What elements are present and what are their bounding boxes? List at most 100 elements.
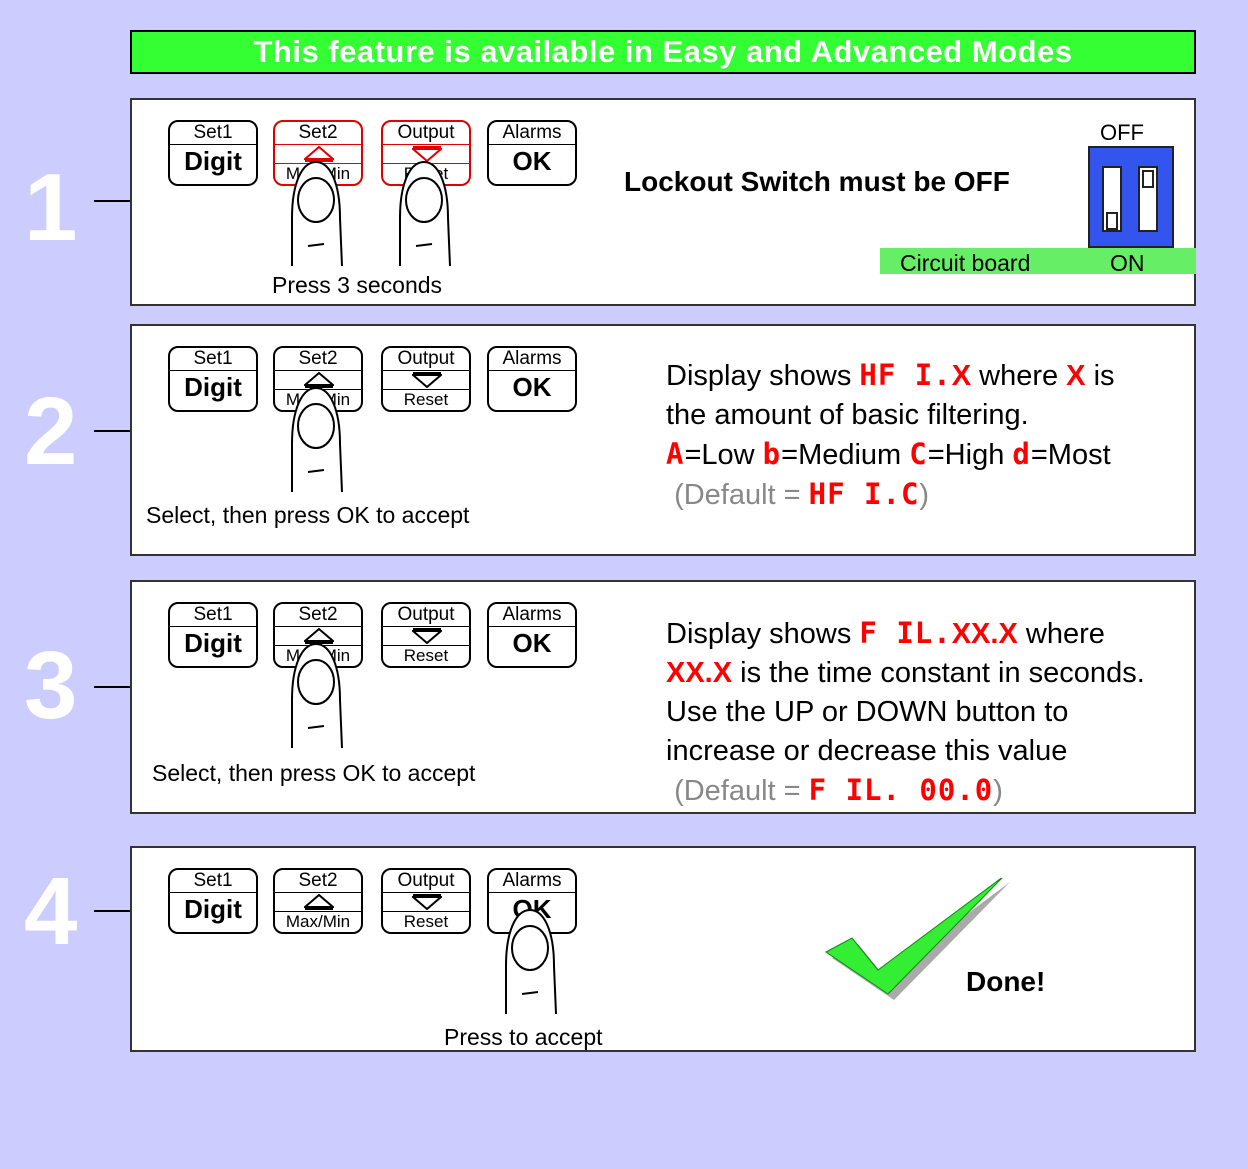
up-arrow-icon: [304, 894, 334, 910]
key-label: Set1: [170, 122, 256, 145]
up-arrow-icon: [304, 372, 334, 388]
key-label: Output: [383, 870, 469, 893]
text: ): [993, 775, 1003, 807]
circuit-board: [880, 248, 1196, 274]
text: =High: [927, 439, 1013, 471]
step-connector-2: [94, 430, 130, 432]
text: is: [1085, 360, 1115, 392]
option-code: C: [909, 437, 928, 471]
set1-digit-key[interactable]: Set1 Digit: [168, 602, 258, 668]
key-main-label: Digit: [184, 894, 242, 924]
key-label: Set2: [275, 122, 361, 145]
key-main-label: Digit: [184, 628, 242, 658]
key-bottom-label: Max/Min: [275, 911, 361, 932]
output-down-key[interactable]: Output Reset: [381, 602, 471, 668]
key-label: Set1: [170, 870, 256, 893]
key-main-label: OK: [512, 146, 552, 176]
key-label: Alarms: [489, 122, 575, 145]
set1-digit-key[interactable]: Set1 Digit: [168, 868, 258, 934]
step-2-description: Display shows HF I.X where X is the amou…: [666, 356, 1115, 515]
default-readout: F IL. 00.0: [808, 773, 994, 807]
step-4-panel: Set1 Digit Set2 Max/Min Output Reset Ala…: [130, 846, 1196, 1052]
output-down-key[interactable]: Output Reset: [381, 346, 471, 412]
step-4-caption: Press to accept: [444, 1024, 603, 1050]
seven-segment-readout: F IL.: [859, 616, 952, 650]
pressing-finger-icon: [505, 908, 557, 1015]
desc-line: XX.X is the time constant in seconds.: [666, 654, 1145, 693]
step-3-description: Display shows F IL.XX.X where XX.X is th…: [666, 614, 1145, 811]
text: Display shows: [666, 618, 860, 650]
text: where: [1017, 618, 1105, 650]
set1-digit-key[interactable]: Set1 Digit: [168, 346, 258, 412]
text: (Default =: [674, 775, 809, 807]
switch-toggle: [1106, 212, 1118, 230]
text: (Default =: [674, 479, 809, 511]
step-2-caption: Select, then press OK to accept: [146, 502, 470, 528]
pressing-finger-icon: [399, 160, 451, 267]
checkmark-icon: [825, 878, 1010, 1000]
text: =Low: [684, 439, 763, 471]
switch-on-label: ON: [1110, 250, 1145, 276]
desc-line: increase or decrease this value: [666, 735, 1068, 767]
up-arrow-icon: [304, 628, 334, 644]
set2-up-key[interactable]: Set2 Max/Min: [273, 868, 363, 934]
placeholder-x: X: [951, 360, 972, 392]
alarms-ok-key[interactable]: Alarms OK: [487, 602, 577, 668]
step-connector-3: [94, 686, 130, 688]
step-2-panel: Set1 Digit Set2 Max/Min Output Reset Ala…: [130, 324, 1196, 556]
desc-line: the amount of basic filtering.: [666, 399, 1029, 431]
desc-line: (Default = F IL. 00.0): [666, 771, 1145, 811]
switch-off-label: OFF: [1100, 120, 1144, 145]
default-readout: HF I.C: [808, 477, 920, 511]
key-main-label: OK: [512, 372, 552, 402]
down-arrow-icon: [412, 372, 442, 388]
pressing-finger-icon: [291, 386, 343, 493]
alarms-ok-key[interactable]: Alarms OK: [487, 346, 577, 412]
desc-line: A=Low b=Medium C=High d=Most: [666, 435, 1115, 475]
key-label: Alarms: [489, 348, 575, 371]
step-1-caption: Press 3 seconds: [272, 272, 443, 298]
desc-line: Display shows HF I.X where X is: [666, 356, 1115, 396]
step-number-2: 2: [24, 378, 78, 485]
step-connector-1: [94, 200, 130, 202]
desc-line: (Default = HF I.C): [666, 475, 1115, 515]
switch-slot: [1138, 166, 1158, 232]
step-connector-4: [94, 910, 130, 912]
placeholder-xx: XX.X: [666, 657, 733, 689]
down-arrow-icon: [412, 894, 442, 910]
option-code: d: [1012, 437, 1031, 471]
step-3-panel: Set1 Digit Set2 Max/Min Output Reset Ala…: [130, 580, 1196, 814]
key-label: Output: [383, 122, 469, 145]
key-label: Set2: [275, 870, 361, 893]
step-number-4: 4: [24, 858, 78, 965]
key-label: Set2: [275, 348, 361, 371]
key-bottom-label: Reset: [383, 389, 469, 410]
key-main-label: OK: [512, 628, 552, 658]
key-label: Set1: [170, 348, 256, 371]
key-label: Alarms: [489, 604, 575, 627]
output-down-key[interactable]: Output Reset: [381, 868, 471, 934]
key-label: Set1: [170, 604, 256, 627]
key-bottom-label: Reset: [383, 911, 469, 932]
lockout-dip-switch: [1088, 146, 1174, 248]
text: =Most: [1030, 439, 1111, 471]
step-number-3: 3: [24, 632, 78, 739]
done-label: Done!: [966, 966, 1046, 997]
key-label: Alarms: [489, 870, 575, 893]
step-1-panel: Set1 Digit Set2 Max/Min Output Reset Ala…: [130, 98, 1196, 306]
option-code: b: [762, 437, 782, 471]
alarms-ok-key[interactable]: Alarms OK: [487, 120, 577, 186]
desc-line: Use the UP or DOWN button to: [666, 696, 1069, 728]
text: =Medium: [781, 439, 910, 471]
set1-digit-key[interactable]: Set1 Digit: [168, 120, 258, 186]
key-main-label: Digit: [184, 372, 242, 402]
desc-line: Display shows F IL.XX.X where: [666, 614, 1145, 654]
key-label: Set2: [275, 604, 361, 627]
text: is the time constant in seconds.: [732, 657, 1145, 689]
down-arrow-icon: [412, 146, 442, 162]
down-arrow-icon: [412, 628, 442, 644]
pressing-finger-icon: [291, 642, 343, 749]
switch-slot: [1102, 166, 1122, 232]
circuit-board-label: Circuit board: [900, 250, 1031, 276]
step-3-caption: Select, then press OK to accept: [152, 760, 476, 786]
